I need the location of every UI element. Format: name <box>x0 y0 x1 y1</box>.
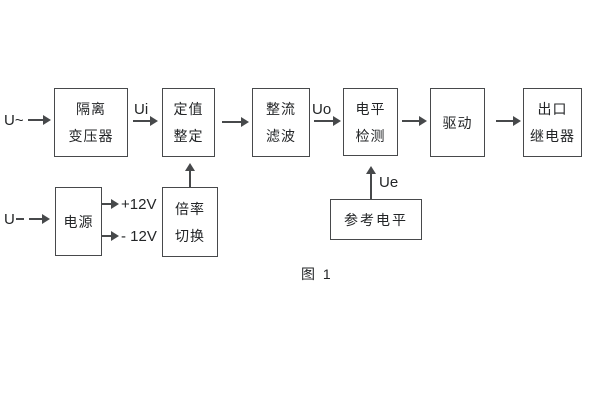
arrow-isolation-to-setting <box>133 116 158 126</box>
block-output-relay-line2: 继电器 <box>530 128 575 144</box>
block-rectifier-filter-line2: 滤波 <box>266 128 296 144</box>
block-power-supply-label: 电源 <box>63 213 94 230</box>
block-rectifier-filter: 整流 滤波 <box>252 88 310 157</box>
figure-caption: 图 1 <box>301 266 333 282</box>
block-ratio-switch-line2: 切换 <box>175 227 205 244</box>
arrow-input-ac-to-isolation <box>28 115 51 125</box>
block-isolation-transformer-line1: 隔离 <box>76 101 106 117</box>
arrow-ratio-to-setting <box>185 163 195 187</box>
block-reference-level: 参考电平 <box>330 199 422 240</box>
block-level-detect-line1: 电平 <box>355 100 386 117</box>
label-input-dc: U <box>4 211 15 228</box>
block-ratio-switch-line1: 倍率 <box>175 200 205 217</box>
arrow-power-plus-12v <box>101 199 119 209</box>
arrow-drive-to-output <box>496 116 521 126</box>
arrow-power-minus-12v <box>101 231 119 241</box>
arrow-rectifier-to-level <box>314 116 341 126</box>
block-level-detect-line2: 检测 <box>355 127 386 144</box>
block-isolation-transformer-line2: 变压器 <box>68 128 114 144</box>
label-ue: Ue <box>379 174 399 191</box>
block-setting-adjust-line1: 定值 <box>173 101 204 117</box>
block-level-detect: 电平 检测 <box>343 88 398 156</box>
label-plus-12v: +12V <box>121 196 157 213</box>
block-setting-adjust-line2: 整定 <box>173 128 204 144</box>
arrow-input-dc-to-power <box>29 214 50 224</box>
arrow-level-to-drive <box>402 116 427 126</box>
block-output-relay-line1: 出口 <box>537 101 568 117</box>
block-reference-level-label: 参考电平 <box>344 211 408 228</box>
block-isolation-transformer: 隔离 变压器 <box>54 88 128 157</box>
block-drive-label: 驱动 <box>442 114 473 131</box>
block-ratio-switch: 倍率 切换 <box>162 187 218 257</box>
block-rectifier-filter-line1: 整流 <box>266 101 296 117</box>
block-drive: 驱动 <box>430 88 485 157</box>
arrow-setting-to-rectifier <box>222 117 249 127</box>
block-output-relay: 出口 继电器 <box>523 88 582 157</box>
arrow-reference-to-level <box>366 166 376 199</box>
label-minus-12v: - 12V <box>121 228 157 245</box>
label-input-ac: U~ <box>4 112 24 129</box>
label-ui: Ui <box>134 101 149 118</box>
label-uo: Uo <box>312 101 332 118</box>
block-setting-adjust: 定值 整定 <box>162 88 215 157</box>
dc-input-dash <box>16 218 24 220</box>
block-power-supply: 电源 <box>55 187 102 256</box>
